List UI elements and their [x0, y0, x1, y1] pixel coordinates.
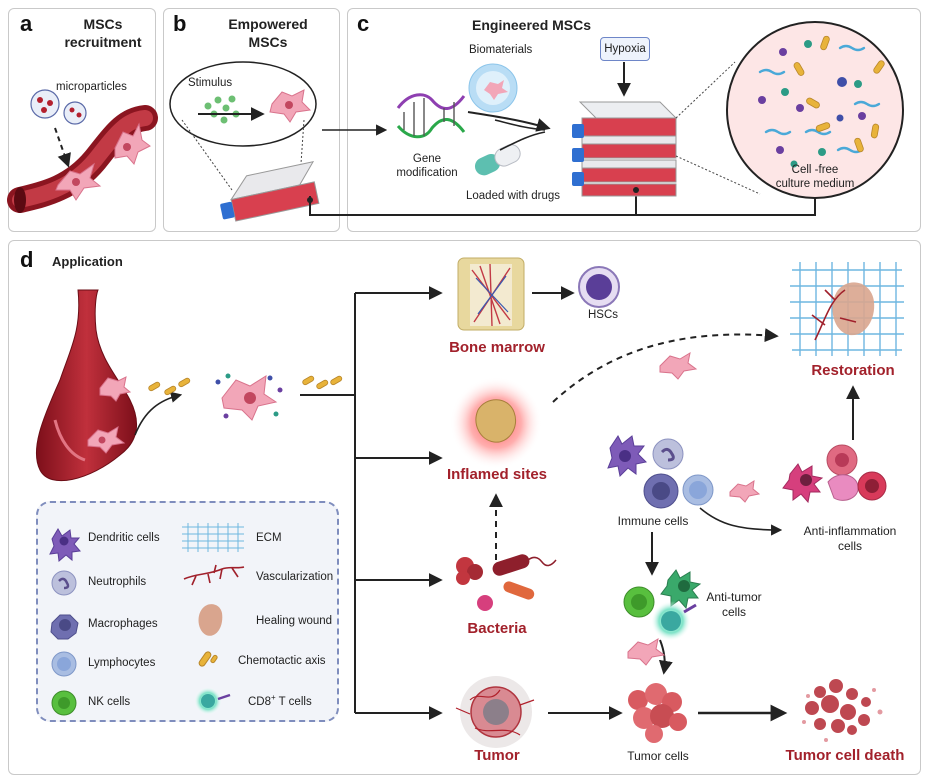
- panel-b-title: Empowered MSCs: [228, 16, 308, 50]
- hypoxia-box: Hypoxia: [600, 37, 650, 61]
- immune-cells-label: Immune cells: [617, 514, 689, 528]
- tumor-label: Tumor: [474, 747, 520, 764]
- anti-tumor-cells-label: Anti-tumor cells: [706, 590, 762, 619]
- panel-a-title: MSCs recruitment: [64, 16, 142, 50]
- nk-cell-icon: [51, 690, 77, 716]
- legend-label-cd8-t-cells: CD8+ T cells: [248, 693, 312, 708]
- neutrophil-icon: [51, 570, 77, 596]
- panel-d-letter: d: [20, 247, 34, 272]
- healing-wound-icon: [198, 604, 223, 636]
- legend-label-vascularization: Vascularization: [256, 571, 334, 583]
- cd8-suffix: T cells: [275, 695, 312, 708]
- stimulus-label: Stimulus: [188, 77, 233, 89]
- legend-label-dendritic-cells: Dendritic cells: [88, 532, 160, 544]
- legend-icons: [49, 523, 245, 716]
- chemotactic-axis-icon: [198, 651, 218, 667]
- loaded-with-drugs-label: Loaded with drugs: [466, 190, 560, 202]
- panel-c-art: [322, 21, 904, 216]
- legend-label-ecm: ECM: [256, 532, 282, 544]
- legend-label-nk-cells: NK cells: [88, 696, 131, 708]
- dendritic-cell-icon: [49, 528, 81, 562]
- panel-a-art: [7, 89, 158, 213]
- tumor-cells-label: Tumor cells: [627, 749, 689, 763]
- ecm-mesh-icon: [182, 523, 244, 552]
- cd8-label: CD8: [248, 695, 272, 708]
- legend-label-chemotactic-axis: Chemotactic axis: [238, 655, 326, 667]
- application-title: Application: [52, 254, 123, 269]
- panel-d-art: [36, 257, 904, 748]
- hscs-label: HSCs: [588, 309, 619, 321]
- microparticles-label: microparticles: [56, 81, 127, 93]
- panel-b-art: [169, 61, 637, 222]
- cd8-superscript: +: [271, 693, 276, 702]
- legend-label-neutrophils: Neutrophils: [88, 576, 147, 588]
- vascularization-icon: [183, 564, 245, 586]
- legend-box: Dendritic cells Neutrophils Macrophages …: [36, 501, 339, 722]
- anti-inflammation-cells-label: Anti-inflammation cells: [803, 524, 897, 553]
- panel-b-letter: b: [173, 11, 187, 36]
- inflamed-sites-label: Inflamed sites: [446, 466, 548, 483]
- cd8-t-cell-icon: [194, 687, 231, 715]
- biomaterials-label: Biomaterials: [469, 44, 533, 56]
- bacteria-label: Bacteria: [467, 620, 527, 637]
- panel-a-letter: a: [20, 11, 33, 36]
- panel-c-letter: c: [357, 11, 370, 36]
- bone-marrow-label: Bone marrow: [449, 339, 545, 356]
- tumor-cell-death-label: Tumor cell death: [785, 747, 905, 764]
- legend-label-healing-wound: Healing wound: [256, 615, 333, 627]
- cell-free-medium-label: Cell -free culture medium: [775, 164, 855, 191]
- restoration-label: Restoration: [811, 362, 895, 379]
- legend-label-lymphocytes: Lymphocytes: [88, 657, 156, 669]
- gene-modification-label: Gene modification: [396, 153, 458, 180]
- macrophage-icon: [50, 614, 79, 640]
- panel-c-title: Engineered MSCs: [472, 17, 592, 33]
- lymphocyte-icon: [51, 651, 77, 677]
- legend-label-macrophages: Macrophages: [88, 618, 158, 630]
